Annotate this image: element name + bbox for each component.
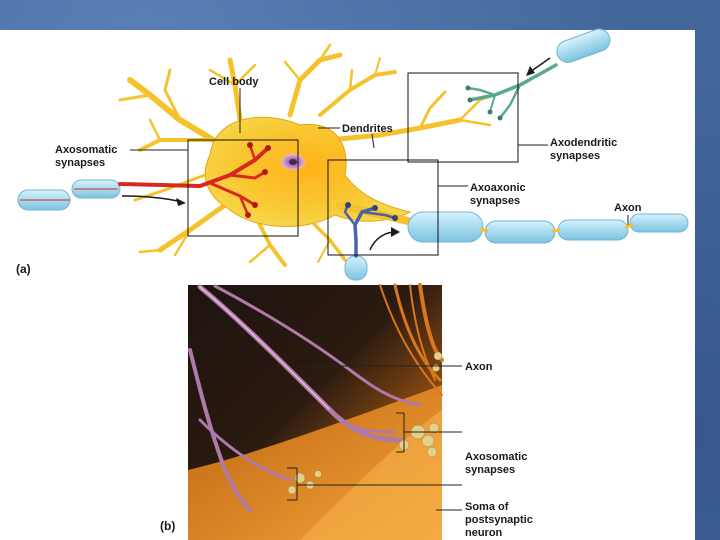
panel-a: Cell body Dendrites Axosomatic synapses …: [16, 28, 689, 281]
micrograph-axosomatic-label-line2: synapses: [465, 464, 515, 476]
cell-body: [204, 116, 412, 227]
axodendritic-label-line2: synapses: [550, 150, 600, 162]
soma-label-line3: neuron: [465, 527, 503, 539]
axodendritic-label-line1: Axodendritic: [550, 137, 617, 149]
axodendritic-arrow: [529, 57, 551, 73]
micrograph-synaptic-knobs: [287, 351, 443, 495]
nucleolus: [289, 159, 297, 165]
myelinated-axon: [407, 211, 689, 244]
panel-a-tag: (a): [16, 262, 31, 276]
axoaxonic-label-line2: synapses: [470, 195, 520, 207]
panel-a-leader-lines: [130, 88, 629, 225]
axodendritic-inset-box: [407, 72, 519, 163]
axoaxonic-label-line1: Axoaxonic: [470, 182, 526, 194]
dendrites: [118, 43, 497, 267]
axosomatic-inset-box: [187, 139, 299, 237]
panel-b-tag: (b): [160, 519, 175, 533]
cell-body-label: Cell body: [209, 76, 259, 88]
axosomatic-axon: [17, 142, 271, 218]
axon-label: Axon: [614, 202, 642, 214]
dendrites-label: Dendrites: [342, 123, 393, 135]
micrograph-axosomatic-label-line1: Axosomatic: [465, 451, 527, 463]
axosomatic-arrowhead: [176, 198, 186, 206]
axoaxonic-inset-box: [327, 159, 439, 256]
soma-label-line2: postsynaptic: [465, 514, 533, 526]
micrograph-axon-label: Axon: [465, 361, 493, 373]
panel-b-leader-lines: [287, 365, 462, 511]
micrograph-axons: [188, 284, 422, 512]
axosomatic-arrow: [121, 195, 183, 203]
soma-label-line1: Soma of: [465, 501, 509, 513]
axosomatic-label-line1: Axosomatic: [55, 144, 117, 156]
axoaxonic-arrowhead: [391, 227, 400, 237]
axoaxonic-axon: [343, 202, 398, 281]
axosomatic-label-line2: synapses: [55, 157, 105, 169]
axodendritic-arrowhead: [526, 66, 535, 76]
axodendritic-axon: [465, 28, 611, 121]
panel-b: Axon Axosomatic synapses Soma of postsyn…: [160, 283, 533, 540]
